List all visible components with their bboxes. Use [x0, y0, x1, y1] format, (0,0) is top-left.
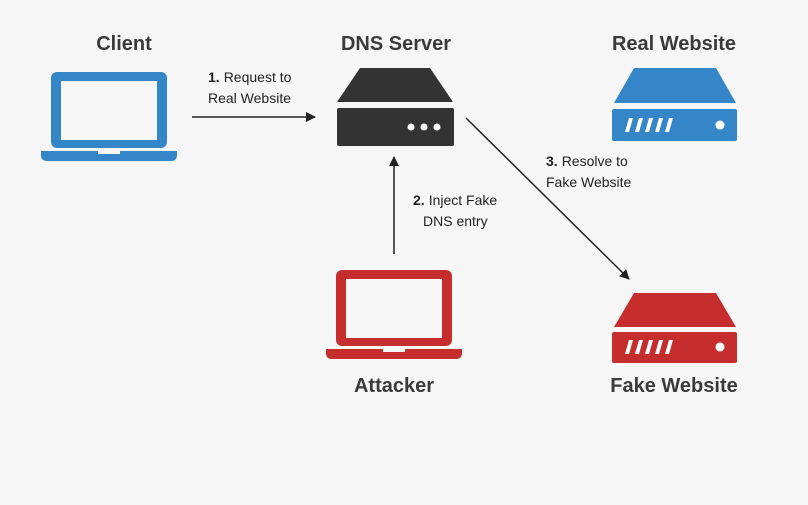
step-3-line2: Fake Website: [546, 174, 632, 190]
server-icon: [612, 68, 737, 141]
step-2-number: 2.: [413, 192, 425, 208]
step-3-number: 3.: [546, 153, 558, 169]
real-website-title: Real Website: [611, 33, 737, 55]
step-2-label: 2.Inject Fake DNS entry: [413, 190, 497, 232]
laptop-icon: [41, 72, 177, 161]
client-title: Client: [96, 33, 152, 55]
step-1-line1: Request to: [223, 69, 292, 85]
step-2-line1: Inject Fake: [428, 192, 498, 208]
step-1-label: 1.Request to Real Website: [208, 67, 291, 109]
step-3-line1: Resolve to: [561, 153, 628, 169]
step-2-line2: DNS entry: [423, 213, 488, 229]
server-icon: [612, 293, 737, 363]
laptop-icon: [326, 270, 462, 359]
step-1-line2: Real Website: [208, 90, 292, 106]
fake-website-title: Fake Website: [610, 375, 738, 397]
dns-server-title: DNS Server: [340, 33, 452, 55]
step-3-label: 3.Resolve to Fake Website: [546, 151, 631, 193]
step-1-number: 1.: [208, 69, 220, 85]
server-icon: [337, 68, 454, 146]
attacker-title: Attacker: [353, 375, 435, 397]
arrow-resolve: [465, 117, 630, 280]
